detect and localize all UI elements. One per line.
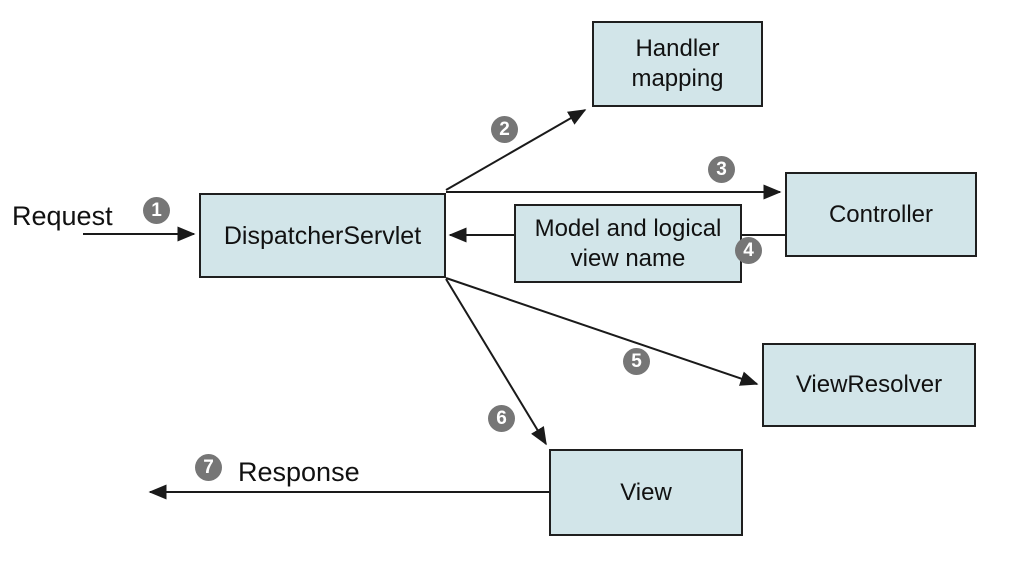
arrow-dispatcher-to-handler-mapping (445, 109, 587, 191)
node-handler-mapping: Handler mapping (592, 21, 763, 107)
step-badge-1: 1 (143, 197, 170, 224)
node-view-resolver: ViewResolver (762, 343, 976, 427)
node-model-and-logical-view-name: Model and logical view name (514, 204, 742, 283)
response-label: Response (238, 457, 360, 487)
arrow-dispatcher-to-view-resolver (445, 277, 759, 386)
step-badge-3: 3 (708, 156, 735, 183)
node-controller: Controller (785, 172, 977, 257)
step-badge-2: 2 (491, 116, 518, 143)
step-badge-5: 5 (623, 348, 650, 375)
step-badge-6: 6 (488, 405, 515, 432)
step-badge-7: 7 (195, 454, 222, 481)
request-label: Request (12, 201, 113, 231)
node-dispatcher-servlet: DispatcherServlet (199, 193, 446, 278)
arrow-dispatcher-to-view (445, 278, 547, 446)
step-badge-4: 4 (735, 237, 762, 264)
node-view: View (549, 449, 743, 536)
